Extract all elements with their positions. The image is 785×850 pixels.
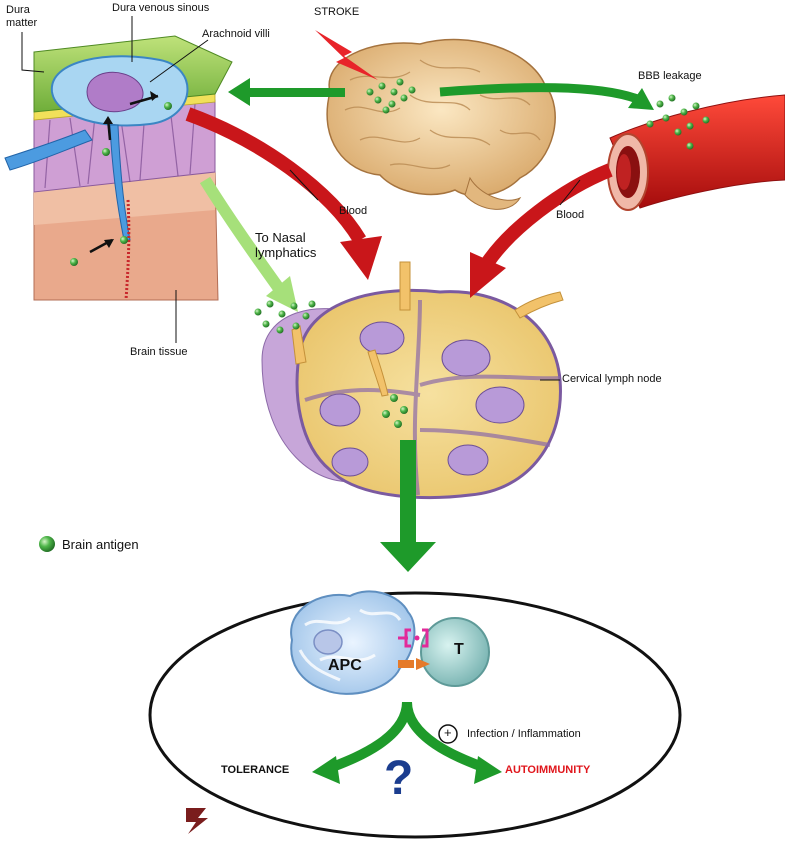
brain-illustration — [326, 38, 556, 210]
apc-cell — [290, 590, 416, 695]
t-cell — [420, 617, 490, 687]
label-apc: APC — [328, 657, 362, 674]
label-t-cell: T — [454, 641, 464, 658]
label-blood-left: Blood — [339, 205, 368, 217]
synapse-receptor-icon — [398, 628, 429, 648]
lightning-bolt-icon — [315, 30, 378, 80]
arrow-to-nasal-lymphatics — [199, 176, 298, 312]
immune-response-ellipse — [148, 591, 682, 839]
label-brain-antigen: Brain antigen — [62, 537, 139, 552]
arrow-brain-to-dura — [228, 78, 345, 106]
arrow-node-to-immune-response — [380, 440, 436, 572]
label-dura-matter: Dura matter — [6, 4, 38, 29]
arrow-brain-to-vessel — [439, 83, 654, 110]
label-brain-tissue: Brain tissue — [130, 346, 188, 358]
label-tolerance: TOLERANCE — [221, 764, 290, 776]
label-cervical-lymph-node: Cervical lymph node — [562, 373, 662, 385]
label-bbb-leakage: BBB leakage — [638, 70, 702, 82]
arrow-dura-blood-to-node — [185, 107, 382, 280]
costimulation-arrow-icon — [398, 658, 430, 670]
label-arachnoid-villi: Arachnoid villi — [202, 28, 270, 40]
antigen-cluster — [70, 78, 710, 428]
blood-vessel-illustration — [607, 94, 785, 211]
label-dura-venous-sinus: Dura venous sinous — [112, 2, 210, 14]
label-infection-inflammation: Infection / Inflammation — [467, 728, 581, 740]
label-to-nasal-lymphatics: To Nasal lymphatics — [255, 230, 317, 260]
meninges-illustration — [4, 35, 233, 301]
label-autoimmunity: AUTOIMMUNITY — [505, 764, 591, 776]
legend-antigen-icon — [39, 536, 55, 552]
label-plus: + — [444, 725, 452, 740]
label-blood-right: Blood — [556, 209, 585, 221]
fork-arrows — [312, 701, 502, 784]
lymph-node-illustration — [261, 261, 564, 499]
plus-circle-icon — [438, 724, 458, 744]
arrow-vessel-blood-to-node — [470, 163, 613, 298]
question-mark: ? — [384, 752, 414, 805]
label-stroke: STROKE — [314, 6, 360, 18]
publisher-logo-icon — [186, 808, 208, 834]
